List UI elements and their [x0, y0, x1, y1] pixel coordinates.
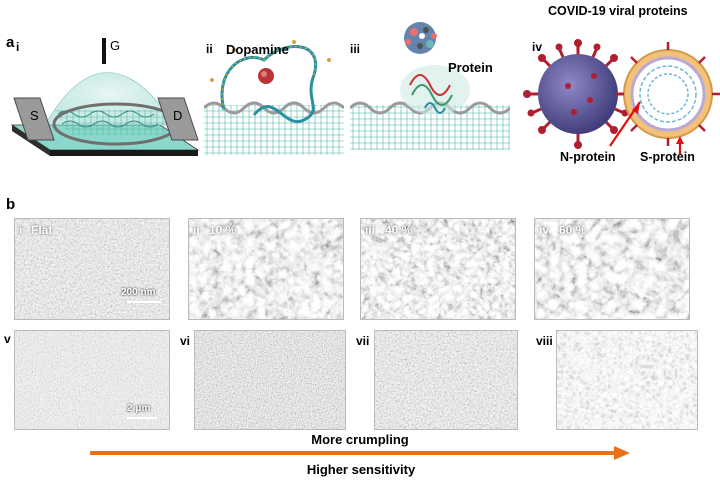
sem-40pct-nm: iii 40 %	[360, 218, 516, 320]
sem-flat-um: 2 μm	[14, 330, 170, 430]
b-iv-roman: iv	[539, 223, 550, 237]
b-iv-label: 60 %	[559, 223, 587, 237]
sem-60pct-um	[556, 330, 698, 430]
b-iii-label: 40 %	[385, 223, 413, 237]
panel-a-ii-roman: ii	[206, 42, 213, 56]
b-viii-roman: viii	[536, 334, 553, 348]
b-v-roman: v	[4, 332, 11, 346]
scale-bar-nm	[127, 301, 161, 303]
trend-arrow	[90, 446, 630, 460]
scale-text-nm: 200 nm	[121, 287, 156, 298]
panel-b-letter: b	[6, 196, 16, 213]
protein-label: Protein	[448, 60, 493, 75]
b-vii-roman: vii	[356, 334, 370, 348]
b-iii-roman: iii	[365, 223, 376, 237]
b-ii-label: 10 %	[209, 223, 237, 237]
b-ii-roman: ii	[193, 223, 200, 237]
device-schematic: i G S D	[10, 30, 200, 160]
b-vi-roman: vi	[180, 334, 191, 348]
covid-title: COVID-19 viral proteins	[548, 4, 688, 18]
gate-label: G	[110, 38, 121, 53]
source-label: S	[30, 108, 39, 123]
sem-flat-nm: i Flat 200 nm	[14, 218, 170, 320]
dopamine-label: Dopamine	[226, 42, 289, 57]
n-protein-label: N-protein	[560, 150, 616, 164]
panel-a-iii-roman: iii	[350, 42, 361, 56]
higher-sensitivity-label: Higher sensitivity	[306, 462, 416, 477]
drain-label: D	[173, 108, 183, 123]
sem-60pct-nm: iv 60 %	[534, 218, 690, 320]
panel-a-i-roman: i	[16, 40, 20, 54]
sem-10pct-nm: ii 10 %	[188, 218, 344, 320]
scale-text-um: 2 μm	[127, 403, 151, 414]
panel-a-iv-roman: iv	[532, 40, 543, 54]
panel-a-letter: a	[6, 34, 15, 51]
more-crumpling-label: More crumpling	[311, 432, 409, 447]
s-protein-label: S-protein	[640, 150, 695, 164]
sem-40pct-um	[374, 330, 518, 430]
b-i-label: Flat	[31, 223, 53, 237]
dopamine-schematic: ii Dopamine	[202, 30, 346, 155]
covid-schematic: iv	[520, 24, 720, 174]
b-i-roman: i	[19, 223, 23, 237]
sem-10pct-um	[194, 330, 346, 430]
protein-schematic: iii Protein	[348, 20, 512, 155]
scale-bar-um	[127, 417, 157, 419]
